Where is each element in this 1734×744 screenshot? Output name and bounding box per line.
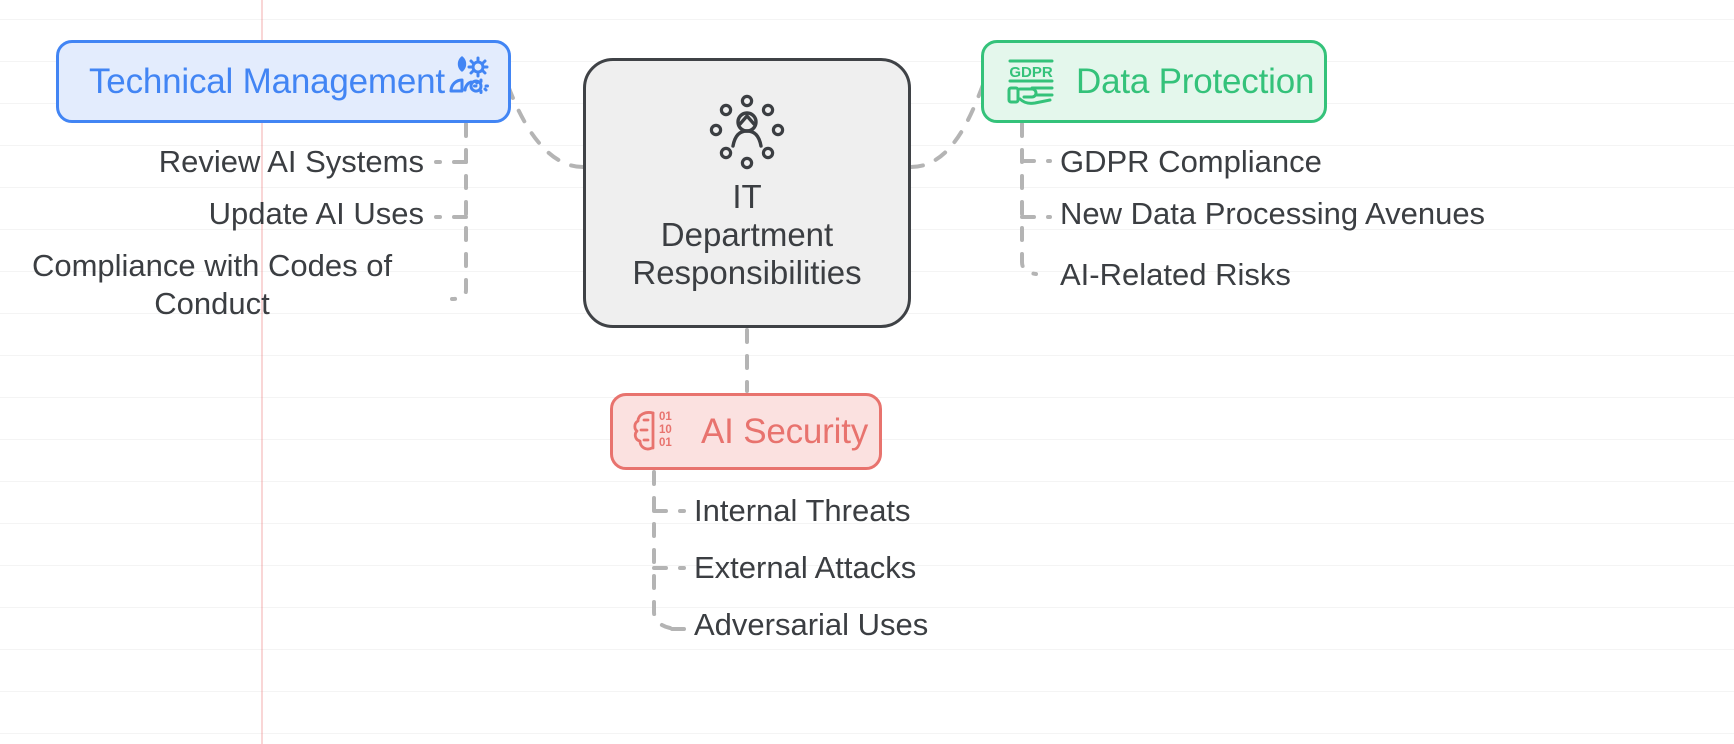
svg-text:GDPR: GDPR (1009, 64, 1053, 81)
link-center-technical (504, 78, 585, 169)
link-center-data (909, 80, 986, 169)
link-tech-trunk (450, 122, 468, 301)
svg-text:01: 01 (659, 437, 672, 449)
leaf-data-1: New Data Processing Avenues (1060, 196, 1486, 231)
leaf-data-0: GDPR Compliance (1060, 144, 1322, 179)
branch-node-ai-security[interactable]: 01 10 01 AI Security (610, 393, 882, 470)
central-title-line-2: Department (660, 216, 834, 253)
leaf-security-0: Internal Threats (694, 493, 911, 528)
leaf-technical-2: Compliance with Codes of Conduct (31, 248, 393, 321)
link-data-trunk (1020, 122, 1038, 276)
paper-margin-line (261, 0, 263, 744)
network-person-icon (704, 94, 790, 170)
branch-label-technical-management: Technical Management (89, 61, 445, 101)
branch-node-data-protection[interactable]: GDPR Data Protection (981, 40, 1327, 123)
leaf-technical-0: Review AI Systems (158, 144, 424, 179)
branch-node-technical-management[interactable]: Technical Management (56, 40, 511, 123)
central-title-line-3: Responsibilities (632, 254, 862, 291)
svg-text:01: 01 (659, 411, 672, 423)
person-gear-icon (445, 56, 493, 108)
leaf-data-2: AI-Related Risks (1060, 257, 1291, 292)
gdpr-hand-icon: GDPR (1002, 55, 1060, 109)
link-sec-trunk (652, 470, 672, 630)
central-node-title: IT Department Responsibilities (632, 178, 861, 292)
brain-binary-icon: 01 10 01 (631, 406, 687, 458)
leaf-technical-1: Update AI Uses (208, 196, 424, 231)
leaf-security-2: Adversarial Uses (694, 607, 929, 642)
central-title-line-1: IT (732, 178, 762, 215)
leaf-security-1: External Attacks (694, 550, 917, 585)
branch-label-data-protection: Data Protection (1076, 61, 1315, 101)
central-node[interactable]: IT Department Responsibilities (583, 58, 911, 328)
svg-text:10: 10 (659, 424, 672, 436)
branch-label-ai-security: AI Security (701, 411, 869, 451)
